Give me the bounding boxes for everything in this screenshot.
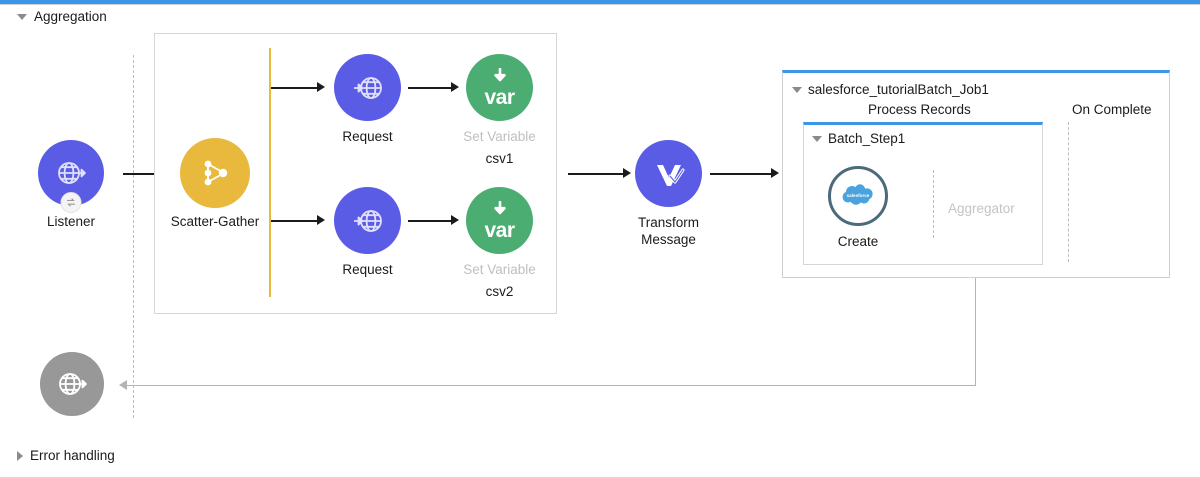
connector-arrow-split-to-request-2 (317, 215, 325, 225)
connector-arrow-split-to-request-1 (317, 82, 325, 92)
section-label-error-handling: Error handling (30, 448, 115, 463)
set-variable-1-icon-text: var (484, 85, 515, 109)
listener-exchange-badge (60, 192, 82, 213)
connector-arrow-request-2-to-setvar-2 (451, 215, 459, 225)
set-variable-1-circle[interactable]: var (466, 54, 533, 121)
set-variable-2-name: csv2 (485, 284, 514, 299)
node-listener[interactable]: Listener (38, 140, 104, 229)
set-variable-2-circle[interactable]: var (466, 187, 533, 254)
connector-listener-to-scatter (123, 173, 172, 175)
section-header-aggregation[interactable]: Aggregation (17, 9, 107, 24)
canvas-top-accent (0, 0, 1200, 4)
batch-job-title: salesforce_tutorialBatch_Job1 (808, 82, 989, 97)
set-variable-1-name: csv1 (485, 151, 514, 166)
scatter-gather-label: Scatter-Gather (170, 214, 260, 229)
connector-arrow-request-1-to-setvar-1 (451, 82, 459, 92)
return-path-arrow (119, 380, 127, 390)
canvas-top-divider (0, 4, 1200, 5)
node-request-2[interactable]: Request (334, 187, 401, 277)
triangle-right-icon[interactable] (17, 450, 23, 461)
section-header-error-handling[interactable]: Error handling (17, 448, 115, 463)
scatter-gather-nodes-icon (204, 160, 228, 186)
batch-step-title: Batch_Step1 (828, 131, 906, 146)
transform-message-label-line2: Message (641, 232, 696, 247)
connector-split-to-request-1 (271, 87, 319, 89)
salesforce-create-label: Create (837, 234, 879, 249)
http-request-globe-icon (353, 76, 382, 99)
request-2-circle[interactable] (334, 187, 401, 254)
salesforce-create-circle[interactable]: salesforce (828, 166, 888, 226)
node-scatter-gather[interactable]: Scatter-Gather (171, 138, 259, 229)
batch-phase-label-on-complete: On Complete (1072, 102, 1152, 117)
triangle-down-icon[interactable] (17, 13, 27, 20)
node-transform-message[interactable]: Transform Message (635, 140, 702, 247)
scatter-gather-split-line (269, 48, 271, 297)
scatter-gather-circle[interactable] (180, 138, 250, 208)
transform-message-label-line1: Transform (637, 215, 700, 230)
connector-request-2-to-setvar-2 (408, 220, 453, 222)
listener-label: Listener (46, 214, 96, 229)
return-path-vertical (975, 278, 976, 385)
section-label-aggregation: Aggregation (34, 9, 107, 24)
aggregator-placeholder-label: Aggregator (948, 201, 1015, 216)
batch-phase-label-process-records: Process Records (868, 102, 971, 117)
connector-request-1-to-setvar-1 (408, 87, 453, 89)
connector-split-to-request-2 (271, 220, 319, 222)
return-path-horizontal (127, 385, 976, 386)
http-response-globe-icon (59, 373, 87, 395)
request-1-circle[interactable] (334, 54, 401, 121)
node-listener-response[interactable] (40, 352, 104, 416)
set-variable-2-label: Set Variable (463, 262, 536, 277)
http-request-globe-icon (353, 209, 382, 232)
set-variable-2-icon-text: var (484, 218, 515, 242)
svg-text:salesforce: salesforce (847, 193, 870, 198)
connector-transform-to-batch (710, 173, 773, 175)
batch-phase-divider (1068, 122, 1069, 262)
batch-step-header[interactable]: Batch_Step1 (812, 131, 905, 146)
connector-scatter-to-transform (568, 173, 625, 175)
listener-circle[interactable] (38, 140, 104, 213)
request-2-label: Request (342, 262, 393, 277)
batch-step-aggregator-divider (933, 170, 934, 238)
set-variable-icon (493, 67, 506, 81)
triangle-down-icon[interactable] (812, 135, 822, 142)
request-1-label: Request (342, 129, 393, 144)
salesforce-cloud-icon: salesforce (842, 184, 873, 205)
transform-message-circle[interactable] (635, 140, 702, 207)
flow-scope-dashed-line (133, 55, 134, 418)
dataweave-icon (656, 164, 684, 186)
set-variable-1-label: Set Variable (463, 129, 536, 144)
connector-arrow-transform-to-batch (771, 168, 779, 178)
node-salesforce-create[interactable]: salesforce Create (828, 166, 888, 249)
http-globe-icon (58, 162, 86, 184)
node-set-variable-2[interactable]: var Set Variable csv2 (463, 187, 536, 299)
batch-job-header[interactable]: salesforce_tutorialBatch_Job1 (792, 82, 989, 97)
set-variable-icon (493, 200, 506, 214)
listener-response-circle[interactable] (40, 352, 104, 416)
node-set-variable-1[interactable]: var Set Variable csv1 (463, 54, 536, 166)
triangle-down-icon[interactable] (792, 86, 802, 93)
exchange-arrows-icon (66, 198, 76, 207)
connector-arrow-scatter-to-transform (623, 168, 631, 178)
node-request-1[interactable]: Request (334, 54, 401, 144)
